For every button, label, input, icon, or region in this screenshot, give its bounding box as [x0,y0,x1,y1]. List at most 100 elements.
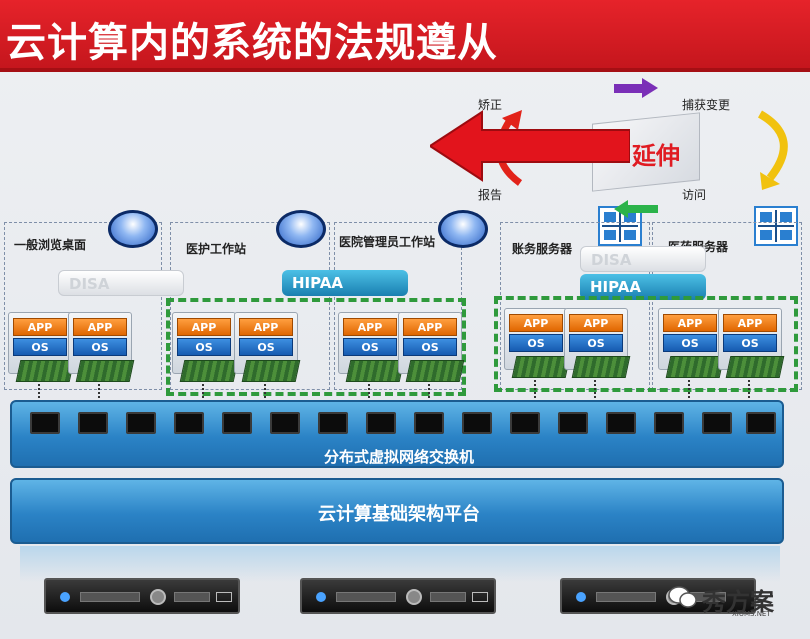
circuit-board-icon [241,360,301,382]
vm-stack: APP OS [403,318,457,364]
zone-label: 医院管理员工作站 [338,235,435,249]
drive-slot [596,592,656,602]
extend-label: 延伸 [632,142,680,170]
app-layer: APP [177,318,231,336]
os-layer: OS [239,338,293,356]
circuit-board-icon [571,356,631,378]
virtual-switch-bar: 分布式虚拟网络交换机 [10,400,784,468]
network-cable [594,380,596,410]
big-red-arrow-icon [430,110,630,182]
platform-label: 云计算基础架构平台 [318,504,480,525]
switch-port [702,412,732,434]
app-layer: APP [13,318,67,336]
switch-port [222,412,252,434]
vm-stack: APP OS [663,314,717,360]
button-icon [216,592,232,602]
network-cable [748,380,750,410]
switch-port [126,412,156,434]
os-layer: OS [509,334,563,352]
os-layer: OS [403,338,457,356]
circuit-board-icon [511,356,571,378]
physical-server [560,578,756,614]
network-cable [368,384,370,410]
wechat-icon [668,586,697,608]
network-cable [688,380,690,410]
cloud-platform-bar: 云计算基础架构平台 [10,478,784,544]
app-layer: APP [343,318,397,336]
drive-slot [80,592,140,602]
circuit-board-icon [345,360,405,382]
vm-stack: APP OS [177,318,231,364]
app-layer: APP [239,318,293,336]
circuit-board-icon [665,356,725,378]
circuit-board-icon [179,360,239,382]
hipaa-compliance-zone [494,296,798,392]
vm-stack: APP OS [569,314,623,360]
app-layer: APP [403,318,457,336]
circuit-board-icon [405,360,465,382]
vm-stack: APP OS [73,318,127,364]
hipaa-compliance-zone [166,298,466,396]
switch-label: 分布式虚拟网络交换机 [323,448,474,466]
app-layer: APP [663,314,717,332]
switch-port [30,412,60,434]
os-layer: OS [177,338,231,356]
cloud-icon [108,210,158,248]
curved-yellow-arrow-icon [757,110,788,190]
knob-icon [150,589,166,605]
physical-server [44,578,240,614]
power-led-icon [60,592,70,602]
switch-port [78,412,108,434]
page-title: 云计算内的系统的法规遵从 [6,20,498,66]
network-cable [264,384,266,410]
network-cable [428,384,430,410]
circuit-board-icon [15,360,75,382]
app-layer: APP [569,314,623,332]
app-layer: APP [73,318,127,336]
watermark-site: XIUMS.NET [732,610,771,618]
os-layer: OS [73,338,127,356]
watermark-text: 秀方案 [702,588,774,616]
switch-port [510,412,540,434]
zone-label: 医护工作站 [186,242,247,256]
os-layer: OS [343,338,397,356]
cloud-icon [438,210,488,248]
switch-port [654,412,684,434]
network-box-icon [754,206,798,246]
cycle-capture-label: 捕获变更 [682,98,731,112]
switch-port [414,412,444,434]
switch-port [462,412,492,434]
switch-port [606,412,636,434]
power-led-icon [576,592,586,602]
cycle-correct-label: 矫正 [478,98,503,112]
cycle-access-label: 访问 [682,188,707,202]
button-icon [472,592,488,602]
network-cable [38,384,40,410]
network-cable [534,380,536,410]
circuit-board-icon [725,356,785,378]
cycle-report-label: 报告 [478,188,503,202]
drive-slot [174,592,210,602]
purple-arrow-icon [614,78,658,98]
zone-general-desktop [4,222,162,390]
vm-stack: APP OS [239,318,293,364]
disa-tag: DISA [580,246,706,272]
os-layer: OS [569,334,623,352]
drive-slot [430,592,466,602]
zone-nurse-station [170,222,330,390]
switch-port [270,412,300,434]
switch-port [558,412,588,434]
zone-label: 账务服务器 [512,242,573,256]
circuit-board-icon [75,360,135,382]
disa-tag: DISA [58,270,184,296]
drive-slot [336,592,396,602]
os-layer: OS [663,334,717,352]
switch-port [366,412,396,434]
switch-port [318,412,348,434]
zone-admin-station [334,222,462,390]
switch-port [174,412,204,434]
platform-projection [20,546,780,582]
